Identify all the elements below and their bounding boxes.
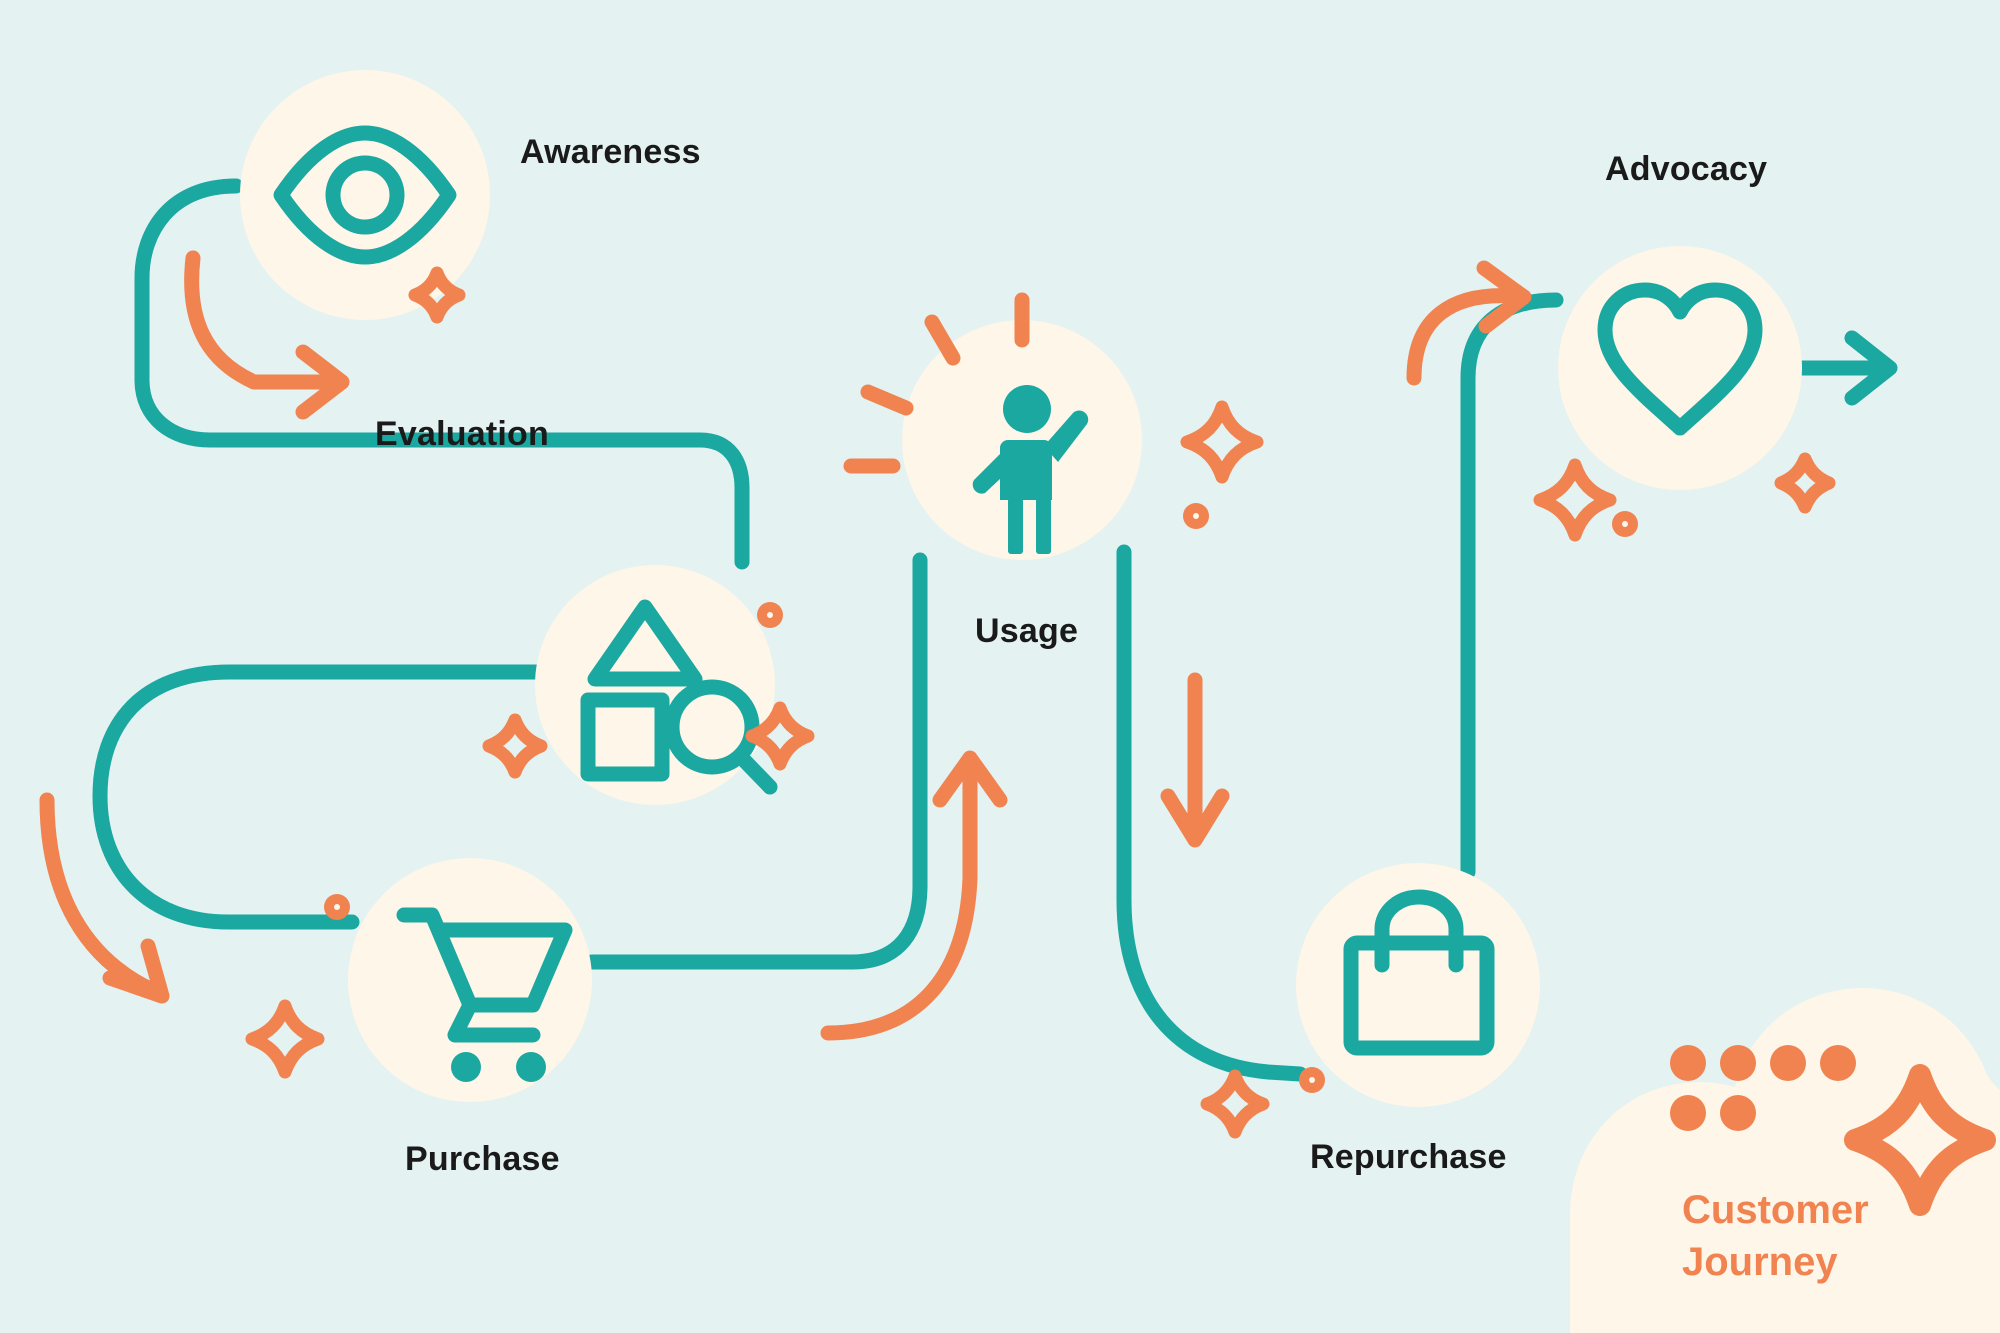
orange-arrowhead-advocacy-entry: [1476, 260, 1532, 334]
orange-arrow-awareness: [184, 250, 338, 390]
stage-circle-awareness: [240, 70, 490, 320]
ring-dot-group: [324, 503, 1638, 1093]
orange-arrow-advocacy-entry: [1406, 288, 1522, 386]
stage-label-advocacy: Advocacy: [1605, 150, 1768, 188]
orange-arrowhead-down-repurchase: [1160, 788, 1230, 848]
dot-grid-decoration: [1670, 1045, 1856, 1131]
orange-arrowhead-usage-entry: [932, 750, 1008, 808]
sparkle-icon: [1180, 400, 1264, 484]
stage-repurchase[interactable]: [1296, 863, 1540, 1107]
stage-usage[interactable]: [843, 292, 1142, 560]
ring-dot-icon: [1612, 511, 1638, 537]
sparkle-icon: [482, 713, 548, 779]
shopping-cart-icon: [396, 907, 573, 1082]
stage-evaluation[interactable]: [535, 565, 778, 805]
teal-path-usage-to-repurchase: [1116, 544, 1308, 1082]
usage-rays-icon: [843, 292, 1030, 474]
teal-path-evaluation-to-purchase: [92, 664, 546, 930]
shopping-bag-icon: [1343, 889, 1495, 1056]
ring-dot-icon: [1299, 1067, 1325, 1093]
stage-awareness[interactable]: [240, 70, 490, 320]
eye-icon: [273, 125, 457, 265]
teal-path-awareness-segment: [134, 178, 750, 570]
ring-dot-icon: [757, 602, 783, 628]
stage-purchase[interactable]: [348, 858, 592, 1102]
sparkle-icon: [1533, 458, 1617, 542]
stage-label-purchase: Purchase: [405, 1140, 560, 1178]
heart-icon: [1597, 282, 1763, 436]
shapes-search-icon: [580, 599, 778, 795]
large-star-icon: [1844, 1064, 1996, 1216]
magnifier-handle-icon: [733, 749, 778, 795]
sparkle-icon: [408, 266, 466, 324]
teal-path-purchase-to-usage: [584, 552, 928, 970]
square-shape-icon: [580, 692, 670, 782]
sparkle-icon: [245, 999, 325, 1079]
orange-arrowhead-purchase-entry: [102, 938, 170, 1004]
stage-advocacy[interactable]: [1558, 246, 1802, 490]
magnifier-lens-icon: [664, 679, 760, 775]
stage-label-repurchase: Repurchase: [1310, 1138, 1507, 1176]
sparkle-icon: [1774, 452, 1836, 514]
stage-label-usage: Usage: [975, 612, 1079, 650]
diagram-title-line-2: Journey: [1682, 1240, 1838, 1284]
sparkle-group: [245, 266, 1836, 1139]
ring-dot-icon: [324, 894, 350, 920]
teal-exit-arrow: [1792, 330, 1898, 406]
sparkle-icon: [1200, 1069, 1270, 1139]
person-raised-arm-icon: [972, 385, 1089, 554]
ring-dot-icon: [1183, 503, 1209, 529]
stage-label-evaluation: Evaluation: [375, 415, 549, 453]
orange-arrow-usage-entry: [820, 760, 978, 1041]
diagram-title-line-1: Customer: [1682, 1188, 1869, 1232]
triangle-shape-icon: [587, 599, 703, 687]
orange-arrow-purchase-entry: [39, 792, 156, 996]
cloud-blob-shape: [1570, 988, 2000, 1333]
orange-arrowhead-awareness: [295, 344, 350, 420]
stage-label-awareness: Awareness: [520, 133, 701, 171]
sparkle-icon: [745, 701, 815, 771]
